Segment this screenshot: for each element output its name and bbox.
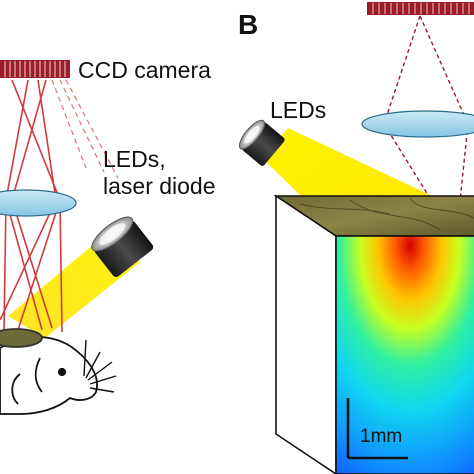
objective-lens-a — [0, 189, 77, 217]
panel-b-letter: B — [238, 9, 258, 40]
objective-lens-b — [361, 110, 474, 138]
panel-b: B — [238, 2, 474, 474]
tissue-block — [273, 194, 474, 474]
ray-paths-a — [0, 79, 63, 333]
ccd-camera-label: CCD camera — [78, 57, 211, 83]
led-laser-diode-icon — [91, 216, 154, 277]
ccd-camera-icon — [0, 60, 70, 78]
led-laser-label-line2: laser diode — [103, 173, 216, 199]
scattered-rays-a — [51, 79, 119, 179]
panel-a: CCD camera LEDs, — [0, 57, 216, 415]
led-laser-label-line1: LEDs, — [103, 146, 166, 172]
led-label-b: LEDs — [270, 97, 326, 123]
led-icon-b — [238, 119, 285, 166]
depth-heatmap — [335, 235, 474, 474]
camera-sensor-b-icon — [367, 2, 474, 15]
scale-bar-label: 1mm — [360, 426, 402, 447]
scale-bar — [346, 398, 408, 460]
mouse-illustration — [0, 328, 117, 415]
